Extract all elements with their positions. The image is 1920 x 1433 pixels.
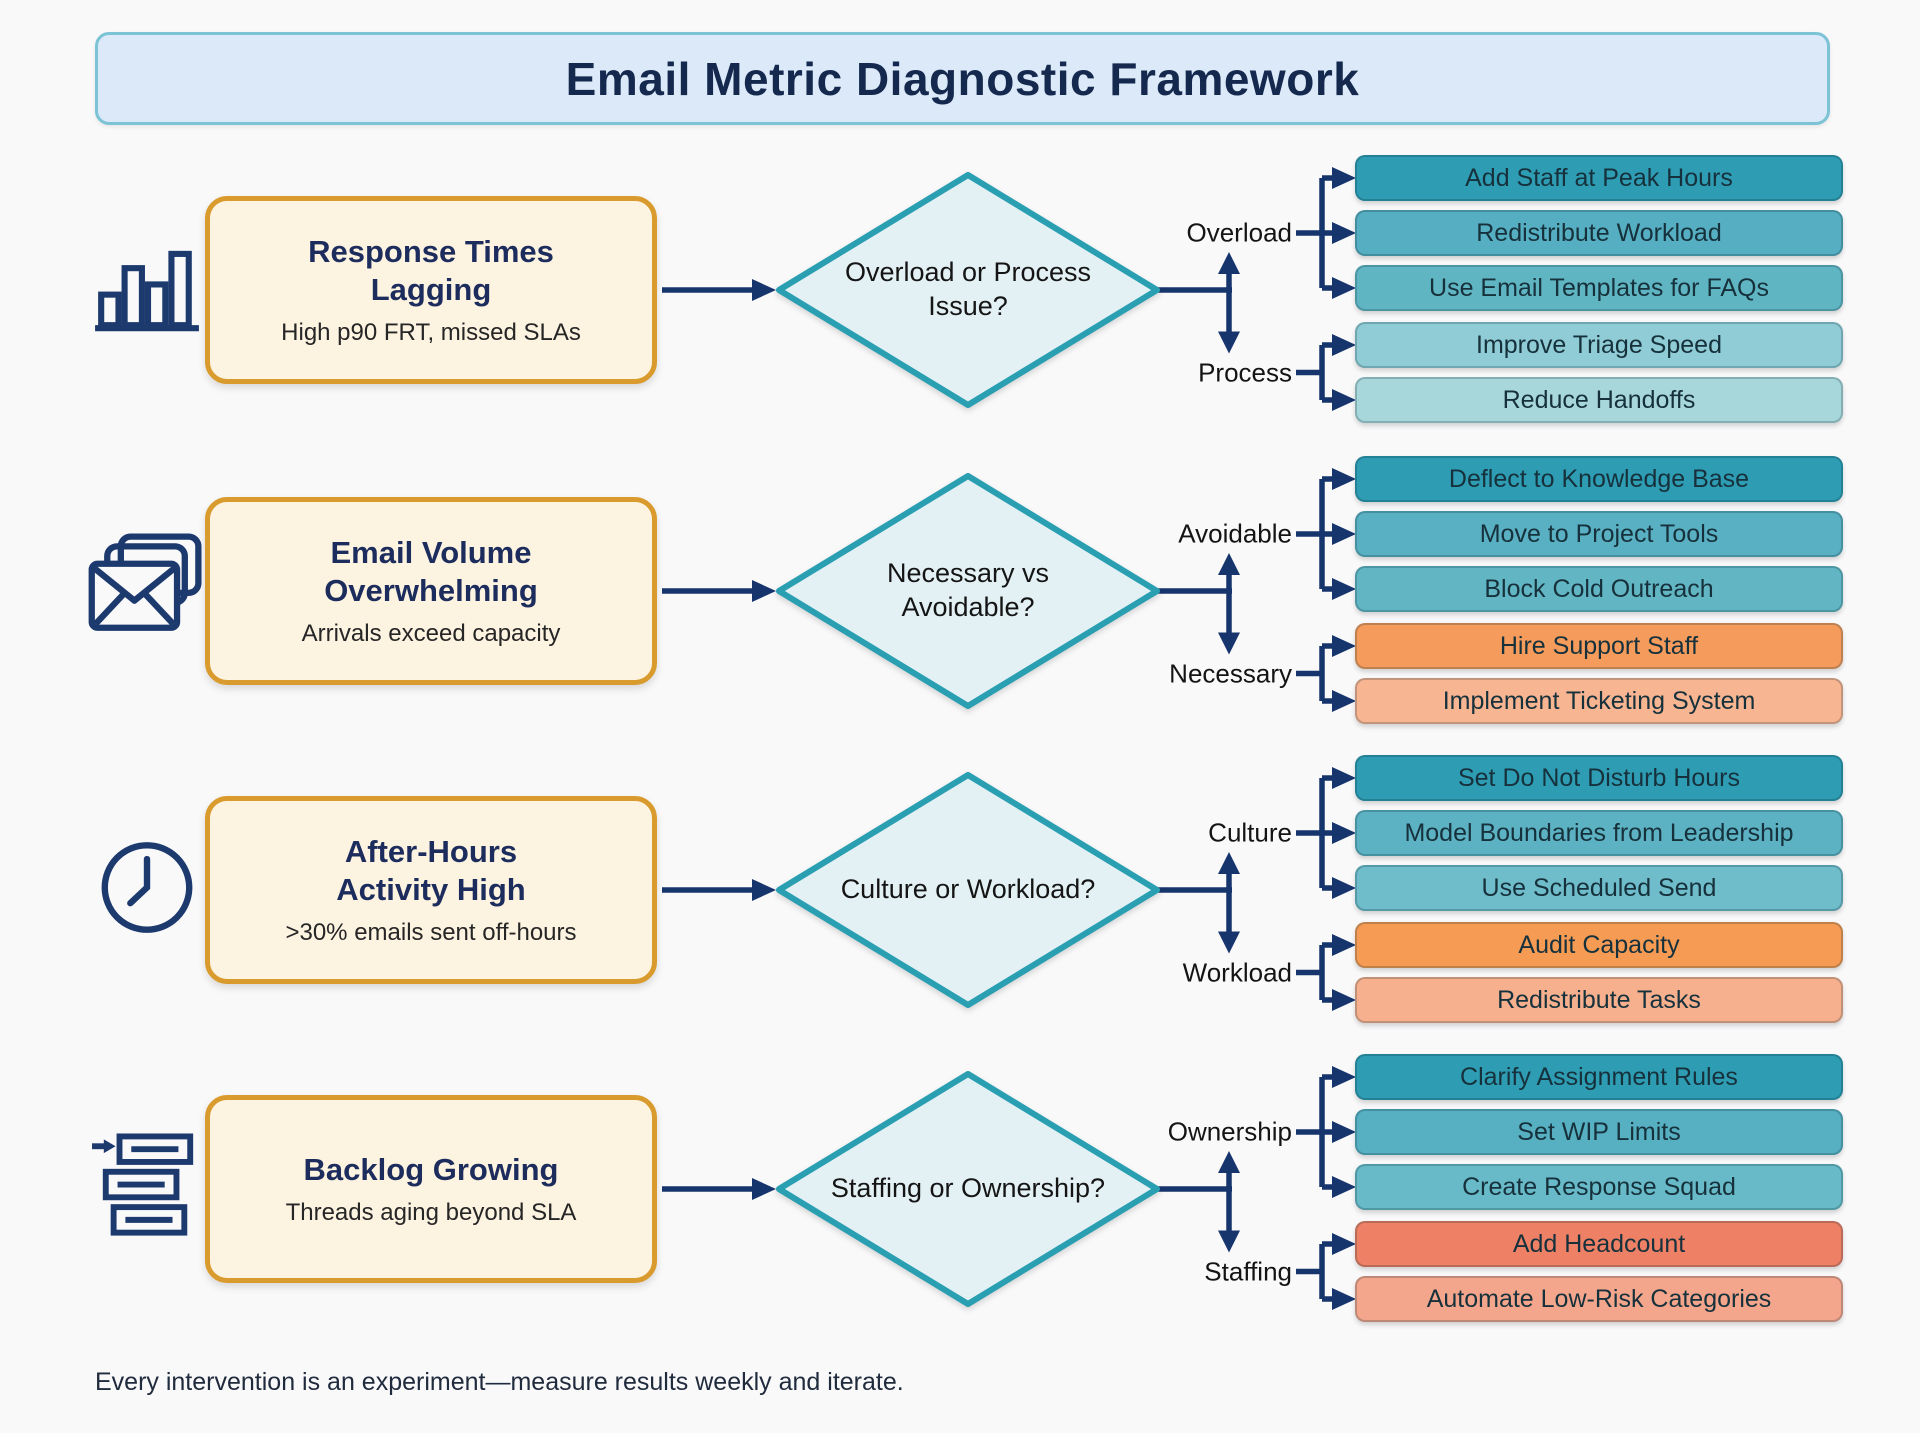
action-box: Redistribute Tasks xyxy=(1355,977,1843,1023)
decision-text: Staffing or Ownership? xyxy=(830,1173,1106,1204)
problem-subtitle: Threads aging beyond SLA xyxy=(285,1199,577,1227)
problem-title: Email Volume Overwhelming xyxy=(324,535,538,609)
problem-subtitle: >30% emails sent off-hours xyxy=(285,919,577,947)
action-box: Create Response Squad xyxy=(1355,1164,1843,1210)
branch-label: Avoidable xyxy=(1178,518,1292,549)
clock-icon xyxy=(93,834,201,947)
action-box: Improve Triage Speed xyxy=(1355,322,1843,368)
action-box: Model Boundaries from Leadership xyxy=(1355,810,1843,856)
decision-text: Overload or Process Issue? xyxy=(844,257,1092,321)
action-box: Reduce Handoffs xyxy=(1355,377,1843,423)
problem-subtitle: Arrivals exceed capacity xyxy=(301,620,561,648)
problem-title: After-Hours Activity High xyxy=(336,834,526,908)
action-box: Audit Capacity xyxy=(1355,922,1843,968)
branch-label: Staffing xyxy=(1204,1256,1292,1286)
action-box: Set Do Not Disturb Hours xyxy=(1355,755,1843,801)
page-title: Email Metric Diagnostic Framework xyxy=(565,52,1360,105)
bar-chart-icon xyxy=(91,232,203,349)
action-box: Add Headcount xyxy=(1355,1221,1843,1267)
problem-box: After-Hours Activity High >30% emails sen… xyxy=(205,796,657,984)
action-box: Redistribute Workload xyxy=(1355,210,1843,256)
action-box: Add Staff at Peak Hours xyxy=(1355,155,1843,201)
decision-diamond xyxy=(774,170,1162,415)
action-box: Use Email Templates for FAQs xyxy=(1355,265,1843,311)
decision-text: Culture or Workload? xyxy=(840,874,1096,905)
footer-note: Every intervention is an experiment—meas… xyxy=(95,1368,904,1396)
branch-label: Ownership xyxy=(1167,1116,1292,1147)
branch-label: Process xyxy=(1198,357,1292,387)
backlog-icon xyxy=(88,1133,206,1246)
action-box: Move to Project Tools xyxy=(1355,511,1843,557)
action-box: Set WIP Limits xyxy=(1355,1109,1843,1155)
title-banner: Email Metric Diagnostic Framework xyxy=(95,32,1830,125)
action-box: Block Cold Outreach xyxy=(1355,566,1843,612)
branch-label: Culture xyxy=(1208,817,1292,848)
decision-diamond xyxy=(774,1069,1162,1314)
action-box: Implement Ticketing System xyxy=(1355,678,1843,724)
action-box: Automate Low-Risk Categories xyxy=(1355,1276,1843,1322)
decision-text: Necessary vs Avoidable? xyxy=(886,558,1050,622)
envelopes-icon xyxy=(84,533,210,650)
decision-diamond xyxy=(774,471,1162,716)
branch-label: Overload xyxy=(1186,217,1293,248)
problem-title: Response Times Lagging xyxy=(308,234,554,308)
branch-label: Necessary xyxy=(1169,658,1292,688)
branch-label: Workload xyxy=(1182,957,1292,987)
action-box: Hire Support Staff xyxy=(1355,623,1843,669)
action-box: Use Scheduled Send xyxy=(1355,865,1843,911)
decision-diamond xyxy=(774,770,1162,1015)
problem-subtitle: High p90 FRT, missed SLAs xyxy=(281,319,581,347)
problem-title: Backlog Growing xyxy=(303,1152,559,1188)
action-box: Clarify Assignment Rules xyxy=(1355,1054,1843,1100)
action-box: Deflect to Knowledge Base xyxy=(1355,456,1843,502)
